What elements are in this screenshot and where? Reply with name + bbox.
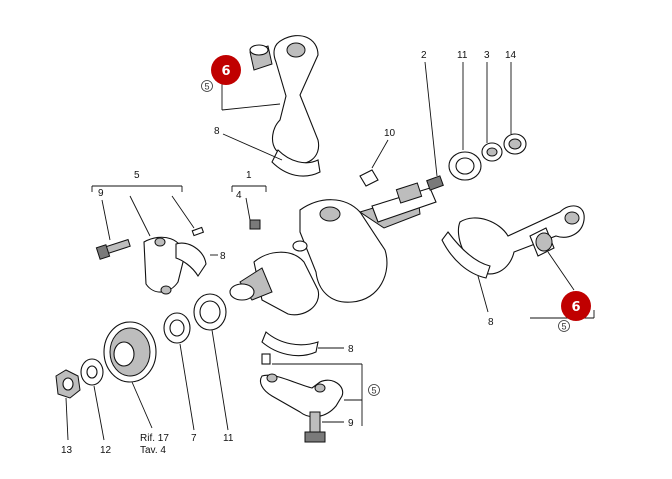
callout-4: 4: [236, 190, 242, 201]
callout-1: 1: [246, 170, 252, 181]
callout-11-bottom: 11: [223, 433, 234, 444]
callout-7: 7: [191, 433, 197, 444]
svg-text:5: 5: [372, 386, 377, 396]
callout-13: 13: [61, 445, 73, 456]
badge-right: 6: [561, 291, 591, 321]
callout-8-top: 8: [214, 126, 220, 137]
shaft-parts-top-right: [426, 133, 527, 191]
bearing-cap-bottom: [259, 331, 344, 443]
connecting-rod-top: [249, 35, 321, 177]
bearing-cap-left: [95, 219, 261, 295]
crankshaft: [229, 182, 437, 316]
callout-9-bottom: 9: [348, 418, 354, 429]
badge-top: 6: [211, 55, 241, 85]
callout-8-right: 8: [488, 317, 494, 328]
callout-8-left: 8: [220, 251, 226, 262]
svg-text:5: 5: [205, 82, 210, 92]
callout-9-left: 9: [98, 188, 104, 199]
key-part: [359, 169, 379, 187]
callout-12: 12: [100, 445, 112, 456]
connecting-rod-right: [441, 205, 585, 279]
svg-text:6: 6: [572, 300, 581, 315]
circled-ref-bottom: 5: [368, 384, 380, 396]
callout-5: 5: [134, 170, 140, 181]
gear-and-washers: [55, 293, 227, 399]
svg-text:6: 6: [222, 64, 231, 79]
reference-line-1: Rif. 17: [140, 433, 169, 444]
circled-ref-right: 5: [558, 320, 570, 332]
callout-3: 3: [484, 50, 490, 61]
callout-10: 10: [384, 128, 396, 139]
circled-ref-top: 5: [201, 80, 213, 92]
svg-text:5: 5: [562, 322, 567, 332]
reference-line-2: Tav. 4: [140, 445, 166, 456]
callout-14: 14: [505, 50, 517, 61]
callout-2: 2: [421, 50, 427, 61]
callout-8-bottom: 8: [348, 344, 354, 355]
callout-11-top: 11: [457, 50, 468, 61]
